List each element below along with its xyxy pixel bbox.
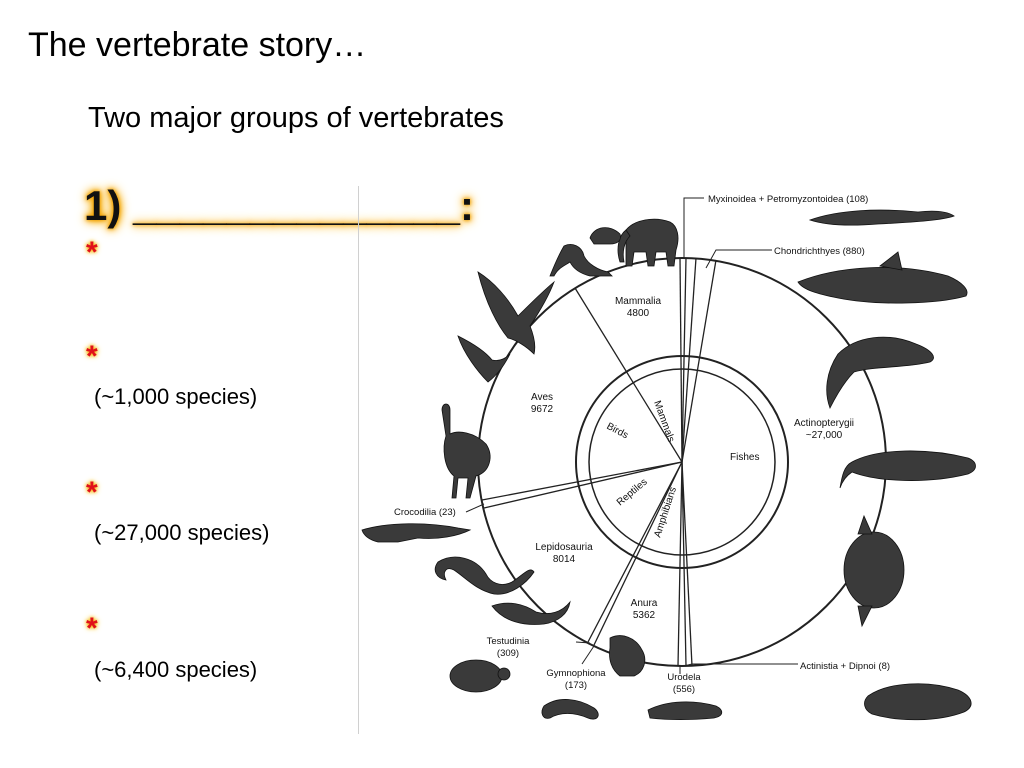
label-aves-count: 9672 [531,404,554,415]
elephant-icon [617,218,679,267]
bullet-star-4: * [86,612,98,645]
label-crocodilia: Crocodilia (23) [394,507,456,518]
species-count-3: (~6,400 species) [94,657,258,682]
species-count-2: (~27,000 species) [94,520,270,545]
section-heading: 1) ______________: [84,182,475,229]
crocodile-icon [361,523,472,543]
salamander-icon [647,701,723,720]
sunfish-icon [843,514,905,628]
diagram-spokes [481,257,717,667]
bullet-star-1: * [86,236,98,269]
label-actinopterygii: Actinopterygii [794,418,854,429]
hedgehog-icon [589,227,621,245]
label-chondrichthyes: Chondrichthyes (880) [774,246,865,257]
label-myxinoidea: Myxinoidea + Petromyzontoidea (108) [708,194,868,205]
snake-icon [434,556,535,595]
turtle-icon [449,659,511,693]
label-mammalia-count: 4800 [627,308,650,319]
label-anura: Anura [631,598,658,609]
frog-icon [609,635,646,677]
label-gymnophiona-count: (173) [565,680,587,691]
label-mammals: Mammals [651,399,676,443]
label-fishes: Fishes [730,452,759,463]
label-birds: Birds [605,421,630,441]
label-mammalia: Mammalia [615,296,662,307]
label-lepidosauria-count: 8014 [553,554,576,565]
swallow-icon [457,335,511,383]
label-anura-count: 5362 [633,610,656,621]
label-gymnophiona: Gymnophiona [546,668,606,679]
lamprey-icon [808,209,955,226]
slide-subtitle: Two major groups of vertebrates [88,102,504,134]
inner-circle [588,368,776,556]
salmon-icon [826,336,934,409]
column-divider [358,186,359,734]
species-count-1: (~1,000 species) [94,384,258,409]
label-aves: Aves [531,392,553,403]
label-actinistia: Actinistia + Dipnoi (8) [800,661,890,672]
kangaroo-icon [549,244,613,277]
coelacanth-icon [864,683,972,721]
inner-ring [575,355,789,569]
bullet-star-3: * [86,476,98,509]
label-lepidosauria: Lepidosauria [535,542,593,553]
label-testudinia-count: (309) [497,648,519,659]
label-urodela: Urodela [667,672,701,683]
slide-title: The vertebrate story… [28,26,367,64]
callout-lines [465,197,798,674]
label-actinopterygii-count: ~27,000 [806,430,843,441]
lizard-icon [491,600,571,625]
label-urodela-count: (556) [673,684,695,695]
label-reptiles: Reptiles [615,477,650,509]
shark-icon [797,251,968,304]
bullet-star-2: * [86,340,98,373]
tuna-icon [839,450,976,489]
vertebrate-diagram: Fishes Mammals Birds Reptiles Amphibians… [358,186,1024,746]
eagle-icon [477,271,555,355]
label-testudinia: Testudinia [487,636,530,647]
ostrich-icon [441,403,491,499]
caecilian-icon [541,699,599,720]
